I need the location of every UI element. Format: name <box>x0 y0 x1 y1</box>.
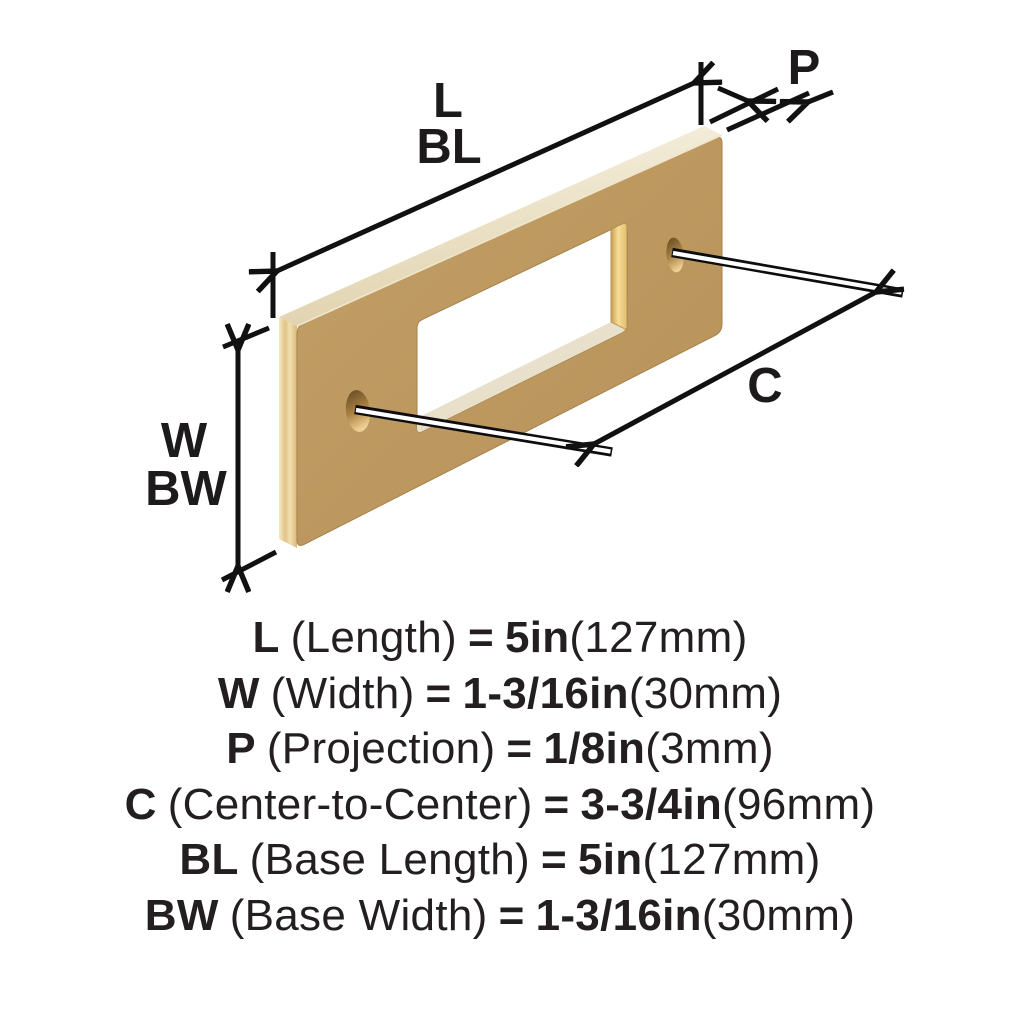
spec-key: C <box>124 779 157 829</box>
backplate <box>279 126 723 548</box>
label-length: L <box>433 74 463 128</box>
cutout-right-wall <box>610 223 627 331</box>
spec-metric: (127mm) <box>569 613 748 662</box>
spec-metric: (30mm) <box>701 890 856 940</box>
spec-name: (Center-to-Center) <box>167 779 533 829</box>
spec-row-length: L(Length)=5in(127mm) <box>0 610 1000 666</box>
spec-equals: = <box>506 724 533 773</box>
plate-left-face <box>279 317 297 548</box>
spec-metric: (3mm) <box>645 724 774 773</box>
spec-equals: = <box>543 779 570 829</box>
label-base-width: BW <box>145 462 227 516</box>
spec-name: (Projection) <box>266 724 496 773</box>
dim-line-length <box>277 83 694 271</box>
label-width: W <box>161 414 208 468</box>
label-base-length: BL <box>416 120 481 174</box>
spec-value: 3-3/4in <box>580 779 723 829</box>
spec-name: (Width) <box>270 668 415 718</box>
spec-value: 5in <box>577 835 643 884</box>
spec-key: BW <box>144 890 219 940</box>
arrow-P-right <box>808 89 834 102</box>
spec-key: W <box>217 668 260 718</box>
spec-metric: (127mm) <box>642 835 821 884</box>
spec-name: (Base Length) <box>249 835 530 884</box>
spec-row-base-length: BL(Base Length)=5in(127mm) <box>0 832 1000 888</box>
spec-equals: = <box>467 613 494 662</box>
spec-key: P <box>226 724 256 773</box>
spec-name: (Length) <box>290 613 457 662</box>
dim-line-center-to-center <box>594 292 876 444</box>
label-center-to-center: C <box>747 359 782 413</box>
dim-line-P-outer <box>708 86 780 125</box>
tick-W-top <box>222 325 270 350</box>
spec-equals: = <box>540 835 567 884</box>
spec-equals: = <box>425 668 452 718</box>
arrow-P-left <box>717 85 748 101</box>
dimension-annotations <box>220 62 876 583</box>
spec-row-width: W(Width)=1-3/16in(30mm) <box>0 666 1000 722</box>
spec-value: 5in <box>504 613 570 662</box>
plate-front-face <box>296 136 723 546</box>
spec-row-center-to-center: C(Center-to-Center)=3-3/4in(96mm) <box>0 777 1000 833</box>
tick-W-bottom <box>220 549 278 583</box>
spec-row-base-width: BW(Base Width)=1-3/16in(30mm) <box>0 888 1000 944</box>
dimension-spec-list: L(Length)=5in(127mm) W(Width)=1-3/16in(3… <box>0 610 1000 943</box>
spec-metric: (30mm) <box>628 668 783 718</box>
spec-name: (Base Width) <box>229 890 488 940</box>
label-projection: P <box>788 41 821 95</box>
spec-key: BL <box>179 835 239 884</box>
spec-value: 1-3/16in <box>535 890 702 940</box>
spec-value: 1-3/16in <box>462 668 629 718</box>
spec-row-projection: P(Projection)=1/8in(3mm) <box>0 721 1000 777</box>
spec-value: 1/8in <box>543 724 646 773</box>
spec-metric: (96mm) <box>722 779 876 829</box>
spec-key: L <box>252 613 280 662</box>
spec-equals: = <box>498 890 525 940</box>
